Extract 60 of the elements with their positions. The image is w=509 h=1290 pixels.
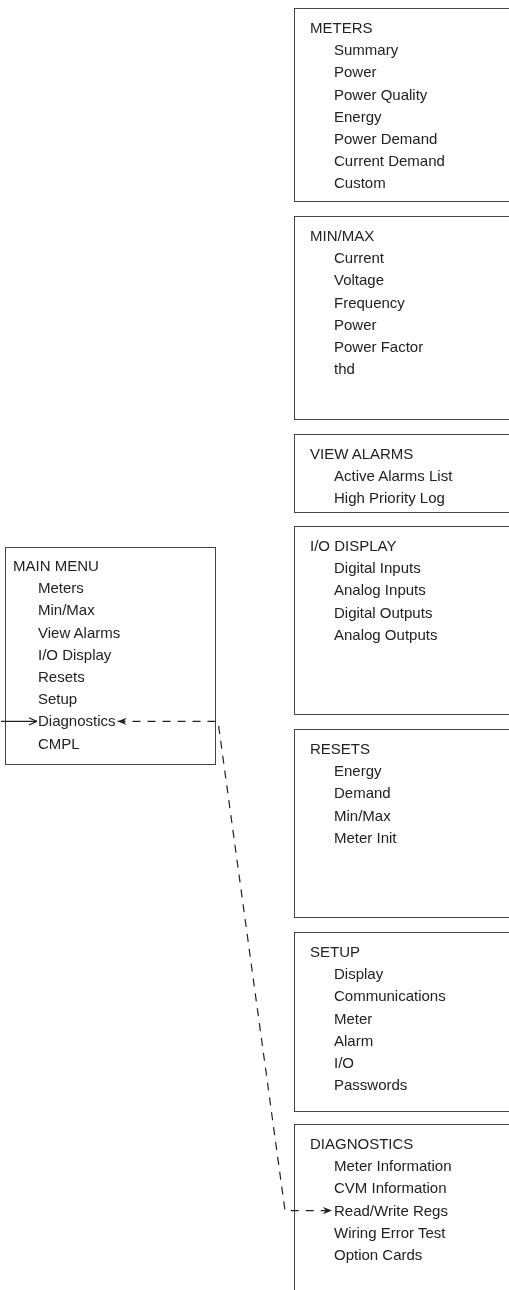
menu-item: Current: [334, 249, 385, 268]
submenu-box: [294, 216, 509, 420]
menu-item: Demand: [334, 784, 391, 803]
menu-heading: MAIN MENU: [13, 557, 99, 575]
submenu-box: [294, 8, 509, 202]
menu-box: [5, 547, 216, 765]
submenu-box: [294, 526, 509, 715]
menu-item: Custom: [334, 174, 386, 193]
menu-item: Digital Inputs: [334, 559, 421, 578]
menu-item: Active Alarms List: [334, 467, 453, 486]
menu-item: Current Demand: [334, 152, 445, 171]
menu-heading: RESETS: [310, 740, 370, 758]
menu-heading: SETUP: [310, 943, 360, 961]
menu-item: I/O: [334, 1054, 354, 1072]
menu-item: Passwords: [334, 1076, 408, 1095]
menu-item: Summary: [334, 41, 399, 60]
menu-item: Meters: [38, 579, 84, 598]
menu-item: Voltage: [334, 271, 385, 290]
arrow: [116, 717, 333, 1215]
menu-item: Energy: [334, 762, 382, 781]
menu-item: Min/Max: [334, 806, 391, 825]
menu-item: High Priority Log: [334, 489, 445, 508]
submenu-box: [294, 729, 509, 918]
menu-item: Analog Outputs: [334, 625, 438, 644]
menu-item: Option Cards: [334, 1246, 423, 1264]
menu-item: Frequency: [334, 293, 405, 312]
menu-item: Min/Max: [38, 601, 95, 620]
menu-item: Meter: [334, 1009, 373, 1028]
menu-item: Power Demand: [334, 130, 438, 148]
menu-item: Display: [334, 965, 384, 984]
menu-heading: METERS: [310, 19, 373, 37]
menu-item: Communications: [334, 987, 446, 1006]
menu-item: Meter Init: [334, 828, 397, 847]
menu-item: Power Quality: [334, 85, 428, 104]
arrow: [0, 717, 38, 726]
menu-item: Meter Information: [334, 1157, 452, 1176]
menu-item: Setup: [38, 690, 78, 709]
menu-item: Read/Write Regs: [334, 1201, 448, 1220]
menu-item: Analog Inputs: [334, 581, 426, 600]
menu-item: CVM Information: [334, 1179, 447, 1198]
menu-item: Energy: [334, 107, 382, 126]
menu-item: Resets: [38, 668, 85, 686]
menu-item: Diagnostics: [38, 712, 116, 731]
submenu-box: [294, 932, 509, 1112]
menu-item: Alarm: [334, 1031, 374, 1050]
menu-item: thd: [334, 360, 355, 379]
menu-item: View Alarms: [38, 623, 121, 642]
menu-item: Digital Outputs: [334, 603, 433, 622]
menu-item: Power: [334, 63, 377, 82]
menu-heading: MIN/MAX: [310, 227, 375, 245]
menu-item: Power: [334, 315, 377, 334]
menu-item: Power Factor: [334, 338, 424, 356]
menu-heading: I/O DISPLAY: [310, 537, 397, 555]
menu-item: CMPL: [38, 734, 80, 753]
menu-item: I/O Display: [38, 645, 112, 664]
submenu-box: [294, 434, 509, 513]
menu-item: Wiring Error Test: [334, 1223, 446, 1242]
submenu-box: [294, 1124, 509, 1290]
menu-heading: DIAGNOSTICS: [310, 1135, 414, 1153]
menu-heading: VIEW ALARMS: [310, 445, 414, 463]
